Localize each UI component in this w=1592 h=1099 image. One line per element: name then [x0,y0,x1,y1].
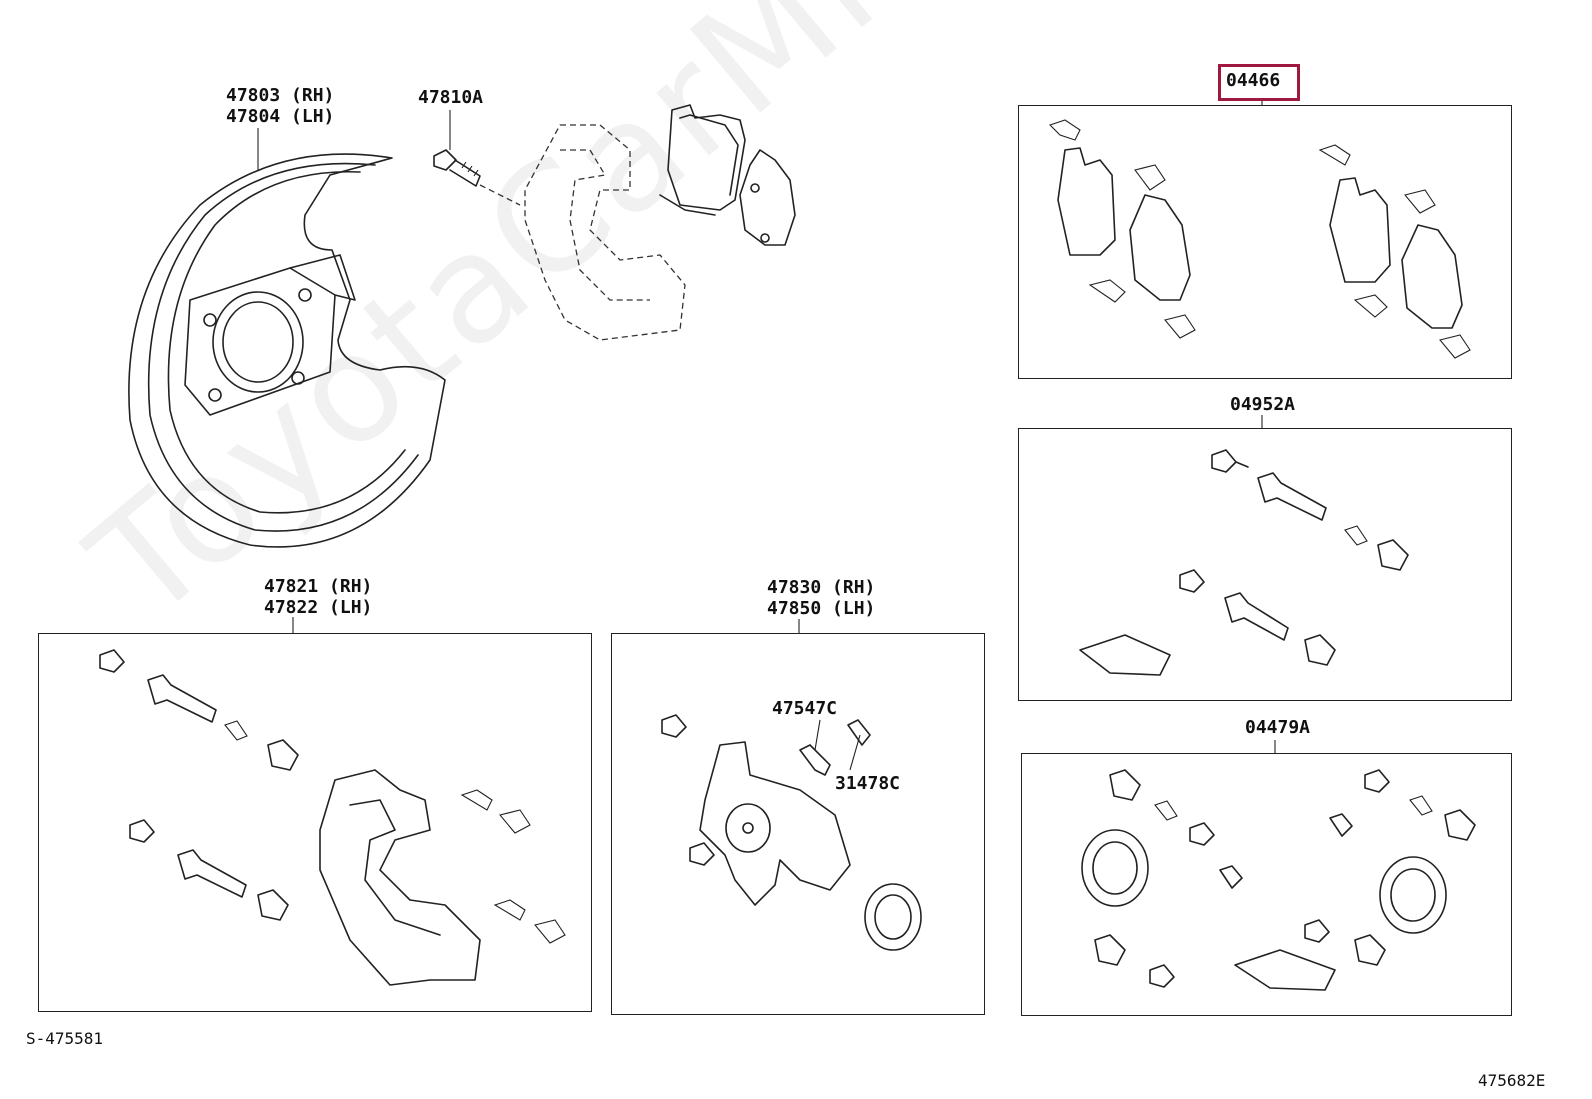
seal-kit-drawing [1081,769,1476,991]
seal-kit-box [1021,753,1512,1016]
footer-left-code: S-475581 [26,1029,104,1048]
pad-kit-highlight [1218,64,1300,101]
pad-kit-box [1018,105,1512,379]
label-bolt[interactable]: 47810A [418,87,484,108]
mounting-kit-box [38,633,592,1012]
caliper-drawing [661,714,922,951]
slide-pin-kit-box [1018,428,1512,701]
pad-kit-drawing [1048,119,1471,359]
caliper-box [611,633,985,1015]
label-slide-pin-kit[interactable]: 04952A [1230,394,1296,415]
footer-right-code: 475682E [1478,1071,1546,1090]
mounting-kit-drawing [99,649,566,986]
label-bleeder[interactable]: 47547C [772,698,838,719]
label-mounting-kit-rh[interactable]: 47821 (RH) [264,576,373,597]
label-caliper-rh[interactable]: 47830 (RH) [767,577,876,598]
slide-pin-kit-drawing [1079,449,1409,676]
label-shield-lh[interactable]: 47804 (LH) [226,106,335,127]
brake-pad-top-left [659,104,746,216]
dust-shield-drawing [128,153,446,548]
label-mounting-kit-lh[interactable]: 47822 (LH) [264,597,373,618]
label-shield-rh[interactable]: 47803 (RH) [226,85,335,106]
label-caliper-lh[interactable]: 47850 (LH) [767,598,876,619]
label-pad-kit[interactable]: 04466 [1226,70,1281,91]
brake-pad-top-right [739,149,796,246]
bolt-drawing [433,149,481,187]
caliper-bracket-dashed [524,124,686,341]
label-bleeder-cap[interactable]: 31478C [835,773,901,794]
label-seal-kit[interactable]: 04479A [1245,717,1311,738]
